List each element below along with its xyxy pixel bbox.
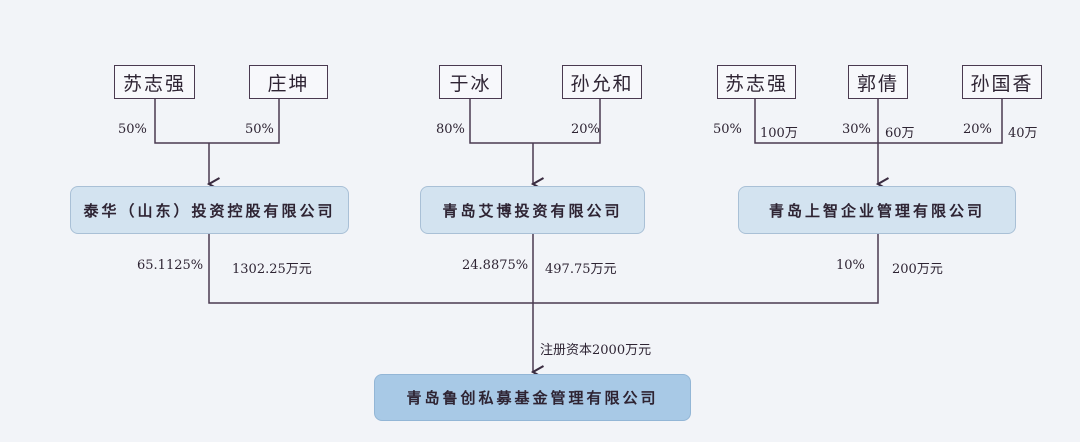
investment-pct: 10% — [836, 258, 865, 273]
investor-bus — [208, 234, 879, 304]
group1-connector — [154, 99, 280, 184]
shareholder-box: 孙国香 — [962, 65, 1042, 99]
investment-amount: 1302.25万元 — [232, 262, 312, 277]
share-pct: 20% — [571, 122, 600, 137]
group2-connector — [469, 99, 601, 184]
company-box: 青岛艾博投资有限公司 — [420, 186, 645, 234]
share-amount: 40万 — [1008, 126, 1038, 141]
share-amount: 60万 — [885, 126, 915, 141]
group3-connector — [754, 99, 1003, 184]
shareholder-box: 庄坤 — [249, 65, 328, 99]
shareholder-box: 郭倩 — [848, 65, 908, 99]
shareholder-box: 孙允和 — [562, 65, 642, 99]
company-box: 泰华（山东）投资控股有限公司 — [70, 186, 349, 234]
share-pct: 80% — [436, 122, 465, 137]
shareholder-box: 于冰 — [439, 65, 502, 99]
investment-amount: 200万元 — [892, 262, 943, 277]
share-amount: 100万 — [760, 126, 798, 141]
share-pct: 30% — [842, 122, 871, 137]
company-box: 青岛上智企业管理有限公司 — [738, 186, 1016, 234]
target-company-box: 青岛鲁创私募基金管理有限公司 — [374, 374, 691, 421]
investment-amount: 497.75万元 — [545, 262, 617, 277]
investment-pct: 24.8875% — [462, 258, 529, 273]
shareholder-box: 苏志强 — [114, 65, 195, 99]
share-pct: 20% — [963, 122, 992, 137]
investment-pct: 65.1125% — [137, 258, 204, 273]
shareholder-box: 苏志强 — [717, 65, 796, 99]
share-pct: 50% — [245, 122, 274, 137]
share-pct: 50% — [713, 122, 742, 137]
share-pct: 50% — [118, 122, 147, 137]
registered-capital: 注册资本2000万元 — [540, 343, 652, 358]
